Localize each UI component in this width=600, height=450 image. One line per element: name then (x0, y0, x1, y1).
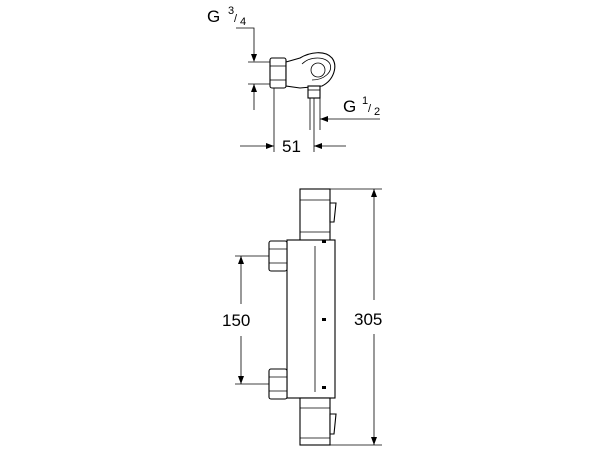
upper-inlet-nut (268, 240, 288, 272)
width-dim-arrow-right (314, 143, 322, 149)
inlet-leader-line (236, 27, 255, 58)
inlet-thread-letter: G (207, 7, 220, 26)
width-dim-arrow-left (266, 143, 274, 149)
inlet-thread-denominator: 4 (240, 16, 246, 28)
outlet-stub (307, 85, 321, 99)
eccentric-body (285, 52, 336, 89)
inlet-thread-slash: / (234, 13, 238, 25)
spacing-dim-arrow-bottom (238, 376, 244, 384)
outlet-thread-numerator: 1 (362, 95, 368, 107)
inlet-leader-arrow (251, 54, 257, 62)
top-hex-nut (269, 57, 287, 89)
eccentric-body-contour (301, 57, 331, 81)
top-view: G 3 / 4 51 G 1 (207, 5, 380, 156)
eccentric-cap (310, 62, 326, 78)
front-view: 305 150 (222, 188, 382, 446)
bottom-handle-grip (329, 413, 337, 435)
spacing-dim-arrow-top (238, 256, 244, 264)
outlet-thread-denominator: 2 (374, 106, 380, 118)
width-dimension: 51 (282, 137, 301, 156)
inlet-spacing-dimension: 150 (222, 311, 250, 330)
outlet-thread-slash: / (368, 103, 372, 115)
body-marker-mid (322, 318, 326, 321)
height-dim-arrow-bottom (371, 437, 377, 445)
height-dim-arrow-top (371, 189, 377, 197)
body-marker-bottom (322, 386, 326, 389)
body-marker-top (322, 240, 326, 243)
lower-inlet-nut (268, 368, 288, 400)
outlet-thread-letter: G (343, 97, 356, 116)
inlet-leader-arrow-lower (251, 84, 257, 92)
bottom-handle (299, 397, 331, 446)
top-handle-grip (329, 202, 337, 223)
thermostat-body (286, 239, 336, 399)
total-height-dimension: 305 (354, 310, 382, 329)
inlet-thread-numerator: 3 (228, 5, 234, 17)
top-handle (299, 188, 331, 242)
